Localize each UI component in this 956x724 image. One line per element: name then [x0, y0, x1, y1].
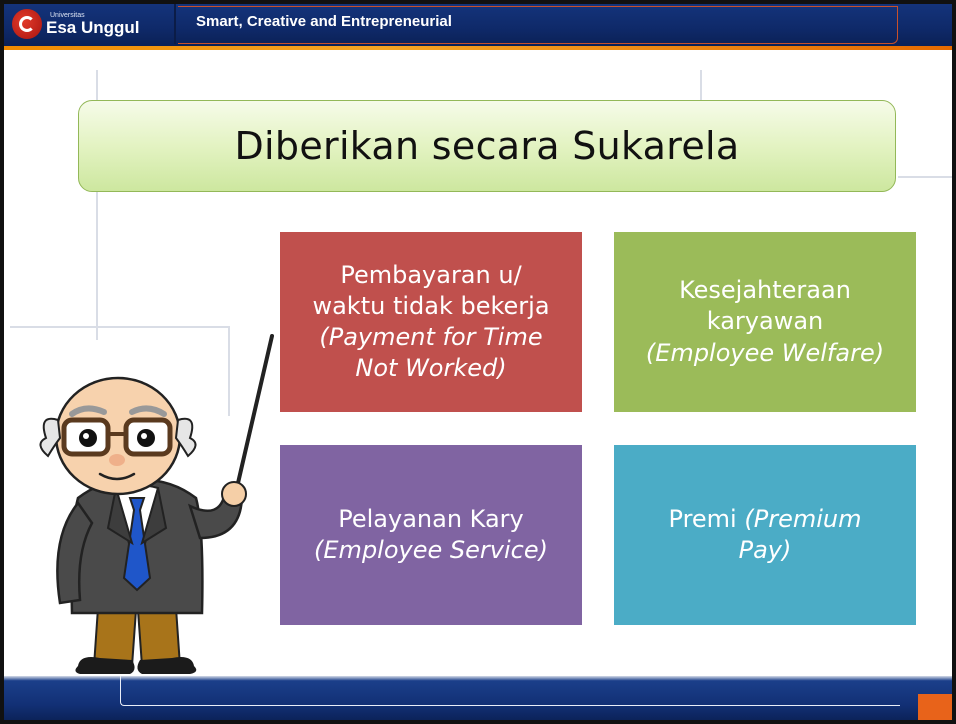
deco-line	[898, 176, 954, 178]
header-separator	[174, 2, 176, 44]
logo-name-text: Esa Unggul	[46, 18, 140, 37]
footer-bar	[0, 676, 956, 724]
box-italic-line: (Employee Service)	[314, 536, 548, 564]
footer-outline	[120, 676, 900, 706]
deco-line	[96, 70, 98, 340]
logo-small-text: Universitas	[50, 12, 85, 19]
box-italic-line: Not Worked)	[355, 354, 507, 383]
box-italic-line: (Payment for Time	[319, 323, 543, 351]
box-italic-lead: (Premium	[744, 504, 862, 533]
box-payment-time-not-worked: Pembayaran u/ waktu tidak bekerja (Payme…	[280, 232, 582, 412]
box-text-line: karyawan	[706, 307, 824, 336]
deco-line	[10, 326, 228, 328]
header-bar: Universitas Esa Unggul Smart, Creative a…	[0, 0, 956, 50]
box-lead-text: Premi	[668, 504, 737, 533]
deco-line	[700, 70, 702, 100]
box-text-line: waktu tidak bekerja	[312, 291, 550, 320]
teacher-character-illustration	[39, 334, 274, 674]
header-tagline: Smart, Creative and Entrepreneurial	[196, 13, 452, 30]
box-text-line: Kesejahteraan	[679, 276, 851, 305]
box-premium-pay: Premi (Premium Pay)	[614, 445, 916, 625]
logo-text: Universitas Esa Unggul	[46, 12, 140, 36]
box-text-line: Premi (Premium	[669, 504, 862, 535]
box-italic-line: Pay)	[738, 536, 792, 564]
box-employee-welfare: Kesejahteraan karyawan (Employee Welfare…	[614, 232, 916, 412]
title-box: Diberikan secara Sukarela	[78, 100, 896, 192]
university-logo: Universitas Esa Unggul	[12, 8, 140, 40]
box-italic-line: (Employee Welfare)	[645, 338, 885, 367]
box-employee-service: Pelayanan Kary (Employee Service)	[280, 445, 582, 625]
box-text-line: Pelayanan Kary	[338, 504, 524, 533]
deco-line	[228, 326, 230, 416]
box-text-line: Pembayaran u/	[340, 260, 522, 289]
footer-accent	[918, 694, 952, 720]
slide-title: Diberikan secara Sukarela	[234, 124, 740, 168]
logo-emblem-icon	[12, 9, 42, 39]
header-outline	[178, 6, 898, 44]
header-accent-stripe	[0, 46, 956, 50]
